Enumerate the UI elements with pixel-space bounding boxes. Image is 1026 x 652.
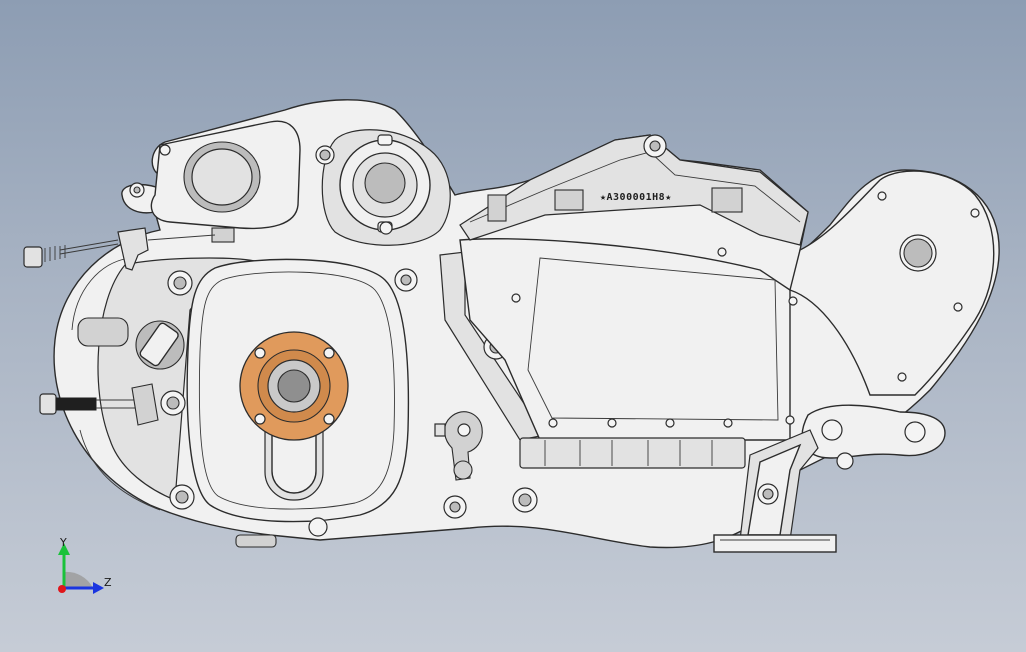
top-rib[interactable]: ★A300001H8★ (459, 134, 809, 246)
bolt-hole (175, 490, 189, 504)
rivet (717, 247, 727, 257)
bolt-hole (173, 276, 187, 290)
y-axis-head (58, 543, 70, 555)
serial-engraving: ★A300001H8★ (600, 192, 672, 203)
bolt-hole (159, 144, 171, 156)
upper-cable (59, 239, 119, 255)
shift-lever[interactable] (434, 411, 483, 481)
shaft-bore (277, 369, 311, 403)
gear-shaft-bore (364, 162, 406, 204)
sump-panel-inner (527, 257, 779, 421)
bolt-hole (518, 493, 532, 507)
link-arm-boss (836, 452, 854, 470)
lever-nut (434, 423, 446, 437)
y-axis-label: Y (59, 536, 67, 549)
screw (254, 347, 266, 359)
z-axis-label: Z (104, 576, 112, 589)
axis-triad: Y Z (58, 536, 112, 594)
upper-cable-nut (23, 246, 43, 268)
x-axis-dot (58, 585, 66, 593)
link-arm-hole (821, 419, 843, 441)
lever-pivot (457, 423, 471, 437)
bolt-boss (379, 221, 393, 235)
bracket-window-inner (191, 148, 253, 206)
bolt-hole (319, 149, 331, 161)
oval-slot (77, 317, 129, 347)
sump-panel-body (459, 238, 791, 441)
upper-cable-fitting[interactable] (23, 227, 235, 271)
cable-line (147, 234, 216, 241)
top-rib-body (459, 134, 809, 246)
leg-bolt-hole (762, 488, 774, 500)
rivet (970, 208, 980, 218)
left-frame[interactable] (71, 257, 261, 511)
screw (323, 413, 335, 425)
rivet (877, 191, 887, 201)
screw (323, 347, 335, 359)
bolt-hole (166, 396, 180, 410)
mount-ear-body (789, 170, 995, 396)
lower-cable-bracket (131, 383, 159, 426)
z-axis-head (93, 582, 104, 594)
upper-cable-bracket (117, 227, 149, 271)
mount-ear-hole (903, 238, 933, 268)
screw (254, 413, 266, 425)
bolt-hole (400, 274, 412, 286)
bottom-foot (235, 534, 277, 548)
lower-cable (96, 399, 135, 409)
cable-clip (211, 227, 235, 243)
rivet (511, 293, 521, 303)
upper-cable-thread (44, 245, 66, 262)
gear-housing[interactable] (315, 129, 451, 246)
link-arm-hole (904, 421, 926, 443)
rib-block (487, 194, 507, 222)
link-arm[interactable] (801, 404, 946, 470)
support-leg[interactable] (713, 429, 837, 553)
sump-fin-row (519, 437, 746, 469)
frame-contour (79, 429, 161, 511)
leg-foot (713, 534, 837, 553)
right-mount-ear[interactable] (789, 170, 995, 396)
rib-block (711, 187, 743, 213)
sump-panel[interactable] (459, 238, 811, 469)
bottom-boss (308, 517, 328, 537)
lever-end (453, 460, 473, 480)
bolt-hole-inner (133, 186, 141, 194)
bore-key (139, 322, 179, 367)
rivet (607, 418, 617, 428)
link-arm-body (801, 404, 946, 459)
sump-fins (544, 440, 713, 466)
rivet (665, 418, 675, 428)
rivet (723, 418, 733, 428)
rivet (548, 418, 558, 428)
rivet (785, 415, 795, 425)
triad-arc (64, 571, 93, 588)
housing-tab (377, 134, 393, 146)
rivet (953, 302, 963, 312)
rivet (897, 372, 907, 382)
bolt-hole (449, 501, 461, 513)
rib-block (554, 189, 584, 211)
frame-contour (71, 257, 131, 331)
upper-bracket[interactable] (129, 120, 301, 230)
lower-cable-thread (55, 397, 97, 411)
seal-ring[interactable] (239, 331, 349, 441)
lower-cable-fitting[interactable] (39, 383, 159, 426)
top-bolt-hole (649, 140, 661, 152)
lower-cable-nut (39, 393, 57, 415)
rivet (788, 296, 798, 306)
clutch-cover-lip (198, 271, 395, 510)
